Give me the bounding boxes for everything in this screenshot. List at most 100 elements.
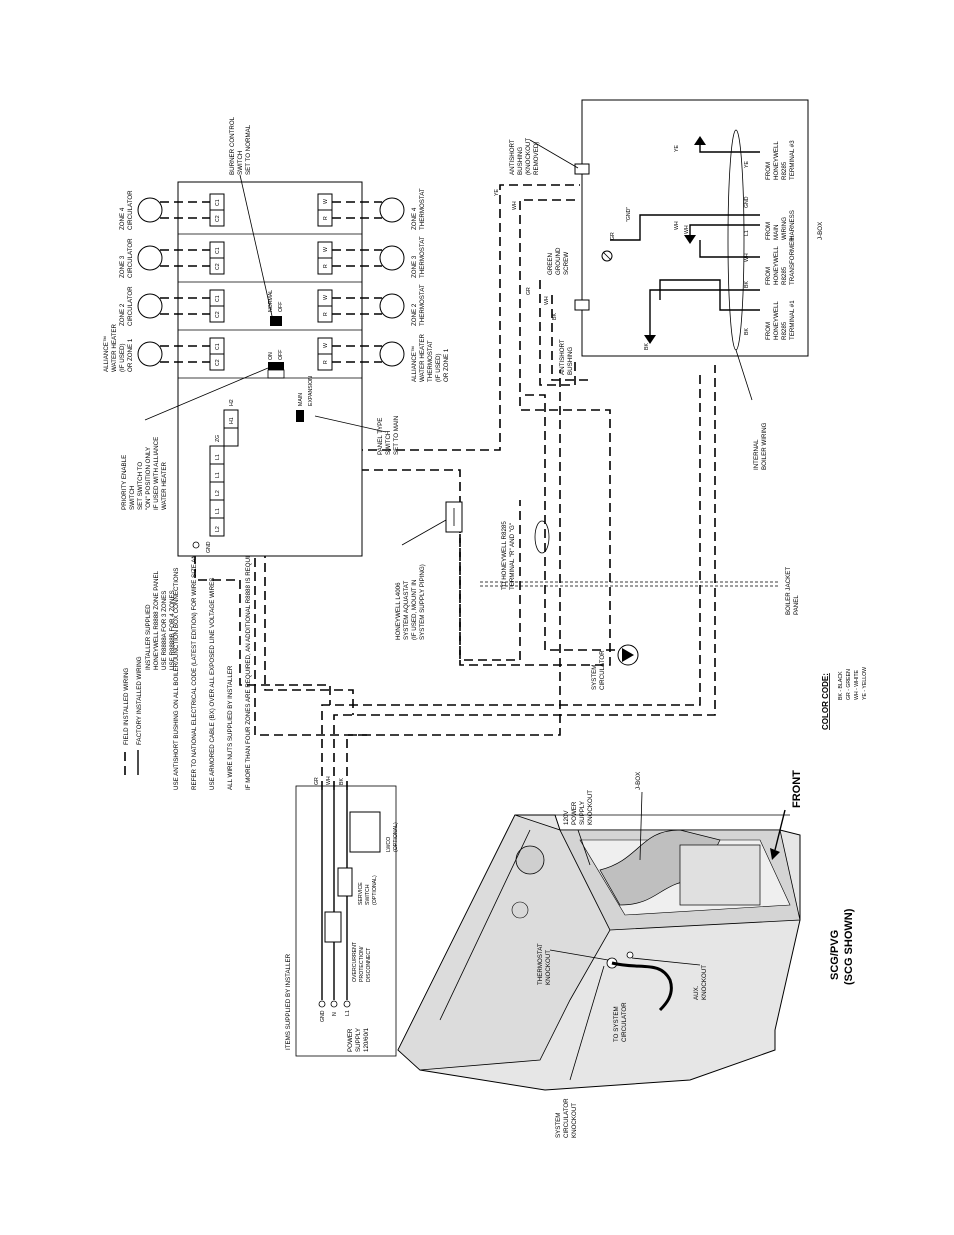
z3-c2: C2: [215, 263, 221, 270]
from-h-d: HARNESS: [789, 210, 796, 240]
device-1b: PROTECTION/: [359, 946, 365, 982]
installer-note-3: USE R8888A FOR 3 ZONES: [161, 591, 168, 670]
from-3-b: HONEYWELL: [773, 141, 780, 180]
from-3-c: R8285: [781, 161, 788, 180]
tstat-3-b: THERMOSTAT: [419, 236, 426, 278]
aquastat: HONEYWELL L4006 SYSTEM AQUASTAT (IF USED…: [395, 501, 550, 640]
from-t-b: HONEYWELL: [773, 246, 780, 285]
j-box: J-BOX ANTISHORT BUSHING (KNOCKOUT REMOVE…: [494, 99, 824, 470]
r8285-1: TO HONEYWELL R8285: [501, 521, 508, 590]
callout-tstat-2: KNOCKOUT: [545, 950, 552, 985]
panel-type-3: SET TO MAIN: [393, 416, 400, 455]
switch-off: OFF: [278, 350, 284, 360]
callout-syscirc-1: SYSTEM: [555, 1113, 562, 1138]
panel-gnd: GND: [206, 541, 212, 553]
ctag-ye2: YE: [494, 189, 500, 196]
z1-c2: C2: [215, 359, 221, 366]
circ-1-d: OR ZONE 1: [127, 338, 134, 372]
switch-on: ON: [268, 352, 274, 360]
z4-w: W: [323, 199, 329, 204]
callout-aux-1: AUX.: [693, 985, 700, 1000]
antishort-top-4: REMOVED): [533, 142, 540, 175]
ground-screw-2: GROUND: [555, 247, 562, 275]
callout-syscirc-3: KNOCKOUT: [571, 1103, 578, 1138]
term-h1: H1: [229, 417, 235, 424]
from-1-a: FROM: [765, 322, 772, 340]
term-l1b: L1: [215, 472, 221, 478]
z1-r: R: [323, 360, 329, 364]
tstat-1-d: (IF USED): [435, 353, 442, 382]
z3-r: R: [323, 264, 329, 268]
priority-note-5: IF USED WITH ALLIANCE: [153, 437, 160, 510]
wire-bk: BK: [339, 778, 345, 785]
from-3-a: FROM: [765, 162, 772, 180]
ctag-wh3: WH: [512, 201, 518, 210]
power-section: ITEMS SUPPLIED BY INSTALLER POWER SUPPLY…: [285, 776, 399, 1057]
aquastat-4: SYSTEM SUPPLY PIPING): [419, 564, 426, 640]
device-3a: LWCO: [386, 837, 392, 852]
tag-l1: L1: [744, 230, 750, 236]
from-1-d: TERMINAL #1: [789, 300, 796, 340]
circ-3-b: CIRCULATOR: [127, 238, 134, 278]
circ-2-b: CIRCULATOR: [127, 286, 134, 326]
switch-main: MAIN: [298, 393, 304, 406]
boiler-shown: (SCG SHOWN): [843, 908, 855, 985]
power-term-l1: L1: [345, 1010, 351, 1016]
callout-syscirc-2: CIRCULATOR: [563, 1098, 570, 1138]
panel-type-2: SWITCH: [385, 431, 392, 455]
zone-devices: ALLIANCE™ WATER HEATER (IF USED) OR ZONE…: [103, 188, 450, 382]
legend: FIELD INSTALLED WIRING FACTORY INSTALLED…: [123, 347, 252, 790]
jacket-2: PANEL: [793, 595, 800, 615]
burner-note-3: SET TO NORMAL: [245, 124, 252, 175]
panel-type-1: PANEL TYPE: [377, 418, 384, 455]
color-code-title: COLOR CODE:: [821, 673, 830, 730]
tstat-3-a: ZONE 3: [411, 255, 418, 278]
device-2c: (OPTIONAL): [372, 875, 378, 905]
antishort-top-1: ANTISHORT: [509, 139, 516, 175]
ctag-wh4: WH: [684, 225, 690, 234]
from-1-c: R8285: [781, 321, 788, 340]
power-term-gnd: GND: [320, 1010, 326, 1022]
priority-note-6: WATER HEATER: [161, 461, 168, 510]
jbox-title: J-BOX: [817, 222, 824, 240]
term-zg: ZG: [215, 435, 221, 442]
priority-note-1: PRIORITY ENABLE: [121, 455, 128, 510]
z4-c1: C1: [215, 199, 221, 206]
switch-expansion: EXPANSION: [308, 376, 314, 406]
tstat-1-e: OR ZONE 1: [443, 348, 450, 382]
sys-circ-1: SYSTEM: [591, 665, 598, 690]
tag-bk2: BK: [744, 328, 750, 335]
aquastat-2: SYSTEM AQUASTAT: [403, 581, 410, 640]
z3-c1: C1: [215, 247, 221, 254]
tag-gnd: GND: [744, 196, 750, 208]
sys-circ-2: CIRCULATOR: [599, 650, 606, 690]
callout-aux-2: KNOCKOUT: [701, 965, 708, 1000]
legend-factory-wiring: FACTORY INSTALLED WIRING: [136, 656, 143, 745]
from-t-d: TRANSFORMER: [789, 237, 796, 285]
device-1a: OVERCURRENT: [352, 941, 358, 982]
circ-2-a: ZONE 2: [119, 303, 126, 326]
ground-screw-3: SCREW: [563, 252, 570, 275]
color-ye: YE - YELLOW: [862, 667, 868, 700]
from-1-b: HONEYWELL: [773, 301, 780, 340]
z1-w: W: [323, 343, 329, 348]
r8285-2: TERMINAL "R" AND "G": [509, 523, 516, 590]
ctag-wh: WH: [674, 221, 680, 230]
callout-power-2: POWER: [571, 801, 578, 825]
tstat-2-b: THERMOSTAT: [419, 284, 426, 326]
switch-off-2: OFF: [278, 302, 284, 312]
front-label: FRONT: [791, 770, 803, 808]
term-l1a: L1: [215, 508, 221, 514]
circ-1-c: (IF USED): [119, 343, 126, 372]
tstat-4-b: THERMOSTAT: [419, 188, 426, 230]
tag-ye: YE: [744, 161, 750, 168]
term-l2b: L2: [215, 490, 221, 496]
power-supply-2: SUPPLY: [355, 1028, 362, 1052]
callout-jbox: J-BOX: [635, 772, 642, 790]
internal-wiring-1: INTERNAL: [753, 439, 760, 470]
device-2b: SWITCH: [365, 884, 371, 905]
aquastat-1: HONEYWELL L4006: [395, 582, 402, 640]
power-supply-3: 120/60/1: [363, 1027, 370, 1052]
from-t-a: FROM: [765, 267, 772, 285]
